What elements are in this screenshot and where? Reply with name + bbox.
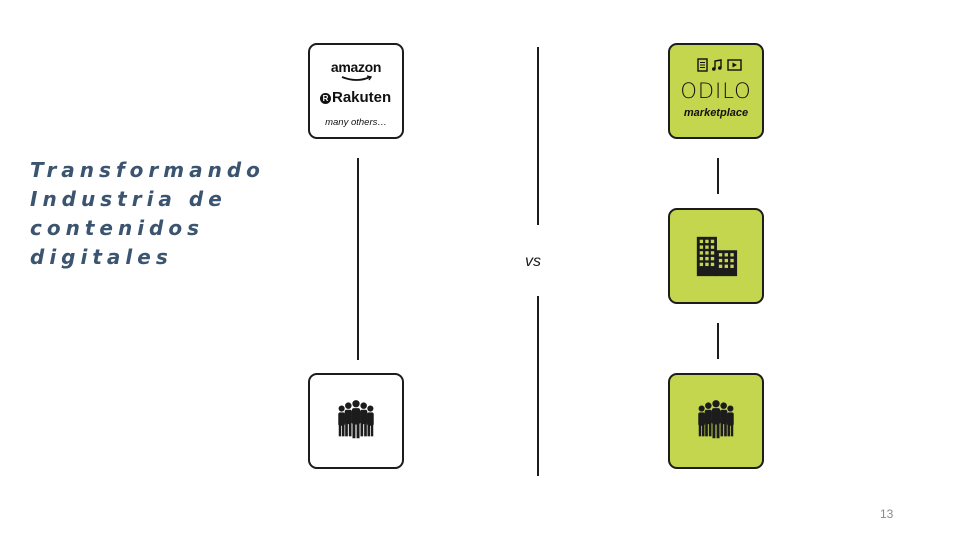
box-users-left [308,373,404,469]
amazon-logo-text: amazon [330,59,382,75]
divider-line-top [537,47,539,225]
page-number: 13 [880,507,894,521]
divider-line-bottom [537,296,539,476]
office-buildings-icon [696,236,738,277]
connector-line-right-1 [717,158,719,194]
amazon-smile-icon [341,75,373,81]
video-play-icon [727,59,742,71]
rakuten-logo-text: Rakuten [332,89,392,106]
connector-line-left [357,158,359,360]
slide-title: Transformando Industria de contenidos di… [30,158,265,269]
marketplace-label: marketplace [683,107,749,119]
many-others-label: many others… [325,117,387,128]
box-odilo-marketplace: ODILO marketplace [668,43,764,139]
media-icons [697,58,742,72]
box-users-right [668,373,764,469]
box-institutions [668,208,764,304]
connector-line-right-2 [717,323,719,359]
vs-label: vs [525,253,541,270]
music-note-icon [712,59,722,71]
crowd-people-icon [338,400,374,439]
ebook-icon [697,58,708,72]
crowd-people-icon [698,400,734,439]
rakuten-mark-icon: R [320,93,331,104]
odilo-logo-text: ODILO [680,79,752,103]
